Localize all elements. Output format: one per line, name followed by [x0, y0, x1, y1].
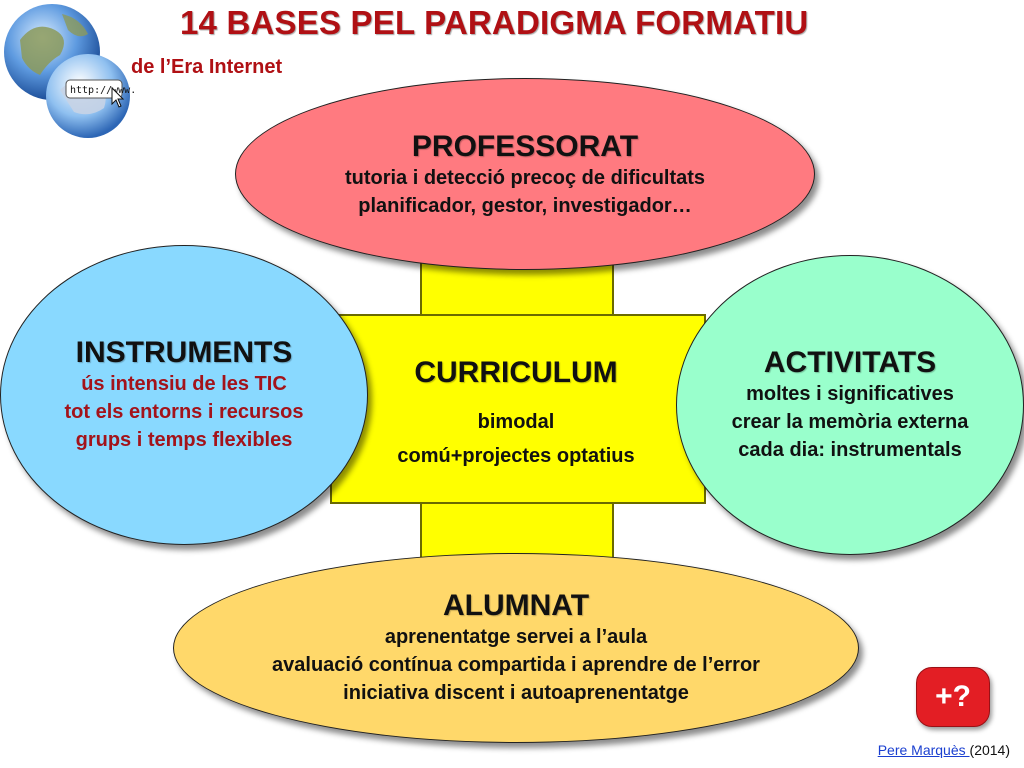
curriculum-line: comú+projectes optatius — [397, 445, 635, 467]
professorat-line: planificador, gestor, investigador… — [358, 195, 692, 217]
alumnat-heading: ALUMNAT — [442, 589, 590, 622]
credit: Pere Marquès (2014) — [878, 742, 1010, 758]
professorat-heading: PROFESSORAT — [411, 130, 639, 163]
page-subtitle: de l’Era Internet — [131, 56, 283, 78]
globe-logo: http://www. — [0, 0, 140, 140]
professorat-line: tutoria i detecció precoç de dificultats — [344, 167, 706, 189]
credit-year: (2014) — [969, 742, 1010, 758]
alumnat-line: iniciativa discent i autoaprenentatge — [343, 682, 689, 704]
author-link[interactable]: Pere Marquès — [877, 742, 970, 758]
page-title: 14 BASES PEL PARADIGMA FORMATIU — [180, 4, 809, 41]
instruments-line: ús intensiu de les TIC — [81, 373, 287, 395]
alumnat-ellipse: ALUMNAT aprenentatge servei a l’aula ava… — [173, 553, 859, 743]
instruments-ellipse: INSTRUMENTS ús intensiu de les TIC tot e… — [0, 245, 368, 545]
curriculum-cross-center — [422, 316, 612, 502]
curriculum-line: bimodal — [477, 411, 555, 433]
activitats-heading: ACTIVITATS — [763, 346, 937, 379]
activitats-line: moltes i significatives — [746, 383, 954, 405]
instruments-line: grups i temps flexibles — [75, 429, 293, 451]
alumnat-line: aprenentatge servei a l’aula — [384, 626, 648, 648]
professorat-ellipse: PROFESSORAT tutoria i detecció precoç de… — [235, 78, 815, 270]
activitats-line: cada dia: instrumentals — [738, 439, 962, 461]
instruments-heading: INSTRUMENTS — [75, 336, 293, 369]
more-button[interactable]: +? — [916, 667, 990, 727]
globe-url-text: http://www. — [70, 85, 136, 96]
instruments-line: tot els entorns i recursos — [64, 401, 304, 423]
alumnat-line: avaluació contínua compartida i aprendre… — [272, 654, 760, 676]
curriculum-heading: CURRICULUM — [414, 356, 618, 389]
curriculum-block: CURRICULUM bimodal comú+projectes optati… — [330, 356, 702, 470]
activitats-line: crear la memòria externa — [731, 411, 969, 433]
activitats-ellipse: ACTIVITATS moltes i significatives crear… — [676, 255, 1024, 555]
